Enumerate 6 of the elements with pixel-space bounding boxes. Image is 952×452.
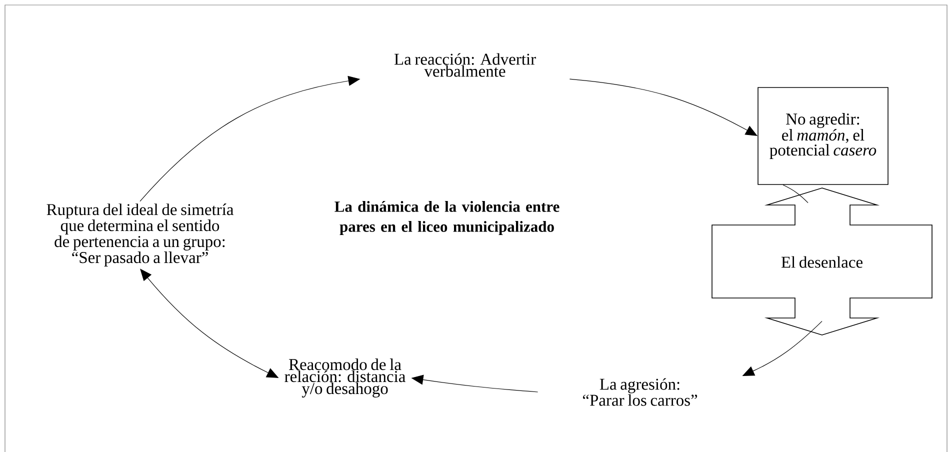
title: La dinámica de la violencia entre pares en el liceo municipalizado [334,200,560,236]
stage-text: La agresión: “Parar los carros” [582,378,698,406]
stage-text: Reacomodo de la relación: distancia y/o desahogo [284,358,406,398]
stage-text: Ruptura del ideal de simetría que determina el sentido de pertenencia a un grupo: “Ser pasado a llevar” [46,204,234,266]
text-box: No agredir: el mamón, el potencial casero [758,87,888,185]
stage-text: La reacción: Advertir verbalmente [394,53,536,77]
